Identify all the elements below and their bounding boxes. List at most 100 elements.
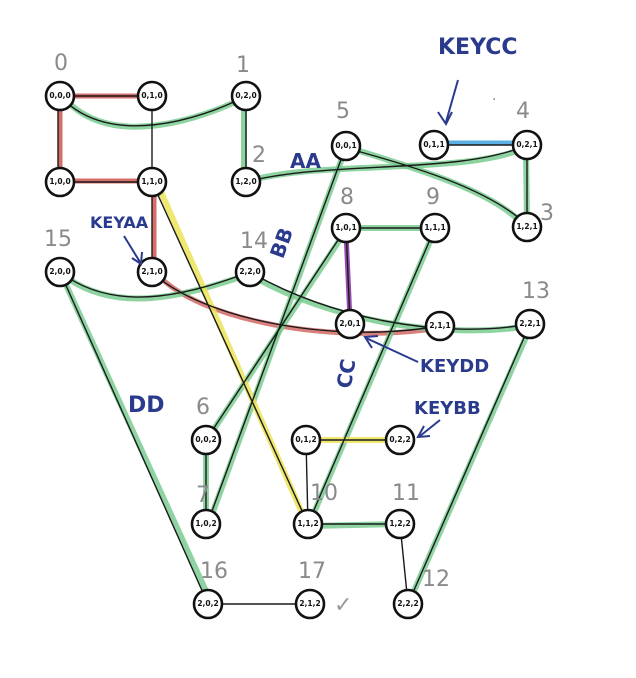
edge-200-202	[59, 271, 209, 605]
dot-mark: ·	[492, 92, 496, 108]
node-2-0-0[interactable]: 2,0,0	[44, 256, 76, 288]
svg-text:1,2,0: 1,2,0	[235, 177, 256, 186]
node-2-1-1[interactable]: 2,1,1	[424, 310, 456, 342]
label-bb: BB	[265, 224, 298, 261]
node-2-2-1[interactable]: 2,2,1	[514, 308, 546, 340]
green-edge-200-202	[59, 274, 213, 602]
node-2-2-0[interactable]: 2,2,0	[234, 256, 266, 288]
edge-layer	[57, 95, 531, 605]
label-keybb: KEYBB	[414, 398, 481, 419]
keybb-arrow-icon	[419, 419, 441, 437]
node-2-0-2[interactable]: 2,0,2	[192, 588, 224, 620]
node-1-1-0[interactable]: 1,1,0	[136, 166, 168, 198]
edge-221-222	[407, 323, 531, 605]
edge-101-201	[345, 227, 351, 323]
svg-text:1,0,1: 1,0,1	[335, 223, 356, 232]
num-0: 0	[54, 51, 68, 76]
svg-text:1,2,1: 1,2,1	[516, 222, 537, 231]
label-aa: AA	[290, 149, 321, 173]
num-12: 12	[422, 567, 450, 592]
num-2: 2	[252, 143, 266, 168]
svg-text:2,2,1: 2,2,1	[519, 319, 540, 328]
node-2-1-2[interactable]: 2,1,2	[294, 588, 326, 620]
num-13: 13	[522, 279, 550, 304]
svg-text:0,1,0: 0,1,0	[141, 91, 162, 100]
node-2-1-0[interactable]: 2,1,0	[136, 256, 168, 288]
node-0-2-1[interactable]: 0,2,1	[511, 129, 543, 161]
edge-001-102	[207, 145, 347, 523]
num-9: 9	[426, 185, 440, 210]
green-edge-220-221	[250, 273, 531, 334]
keycc-arrow-icon	[445, 79, 459, 123]
svg-text:2,0,1: 2,0,1	[339, 319, 360, 328]
node-0-2-0[interactable]: 0,2,0	[230, 80, 262, 112]
edge-200-220	[59, 271, 251, 298]
svg-text:0,2,0: 0,2,0	[235, 91, 256, 100]
keycc-arrowhead-icon	[437, 111, 453, 126]
keydd-arrow-icon	[365, 337, 419, 363]
num-16: 16	[200, 559, 228, 584]
check-mark-icon: ✓	[334, 593, 352, 618]
num-6: 6	[196, 395, 210, 420]
svg-text:1,0,2: 1,0,2	[195, 519, 216, 528]
svg-text:0,2,1: 0,2,1	[516, 140, 537, 149]
node-0-1-1[interactable]: 0,1,1	[418, 129, 450, 161]
svg-text:2,0,0: 2,0,0	[49, 267, 70, 276]
node-0-2-2[interactable]: 0,2,2	[384, 424, 416, 456]
label-keydd: KEYDD	[420, 356, 489, 377]
edge-120-021	[245, 144, 528, 183]
num-8: 8	[340, 185, 354, 210]
edge-210-211	[151, 271, 441, 333]
svg-text:0,1,2: 0,1,2	[295, 435, 316, 444]
keyaa-arrow-icon	[123, 235, 141, 263]
svg-text:0,0,2: 0,0,2	[195, 435, 216, 444]
edge-220-221	[249, 271, 531, 330]
num-5: 5	[336, 99, 350, 124]
node-2-0-1[interactable]: 2,0,1	[334, 308, 366, 340]
node-0-0-2[interactable]: 0,0,2	[190, 424, 222, 456]
svg-text:1,0,0: 1,0,0	[49, 177, 70, 186]
edge-111-112	[307, 227, 436, 525]
node-layer: 0,0,0 0,1,0 0,2,0 1,0,0 1,1,0 1,2,0 0,0,…	[44, 80, 546, 620]
num-4: 4	[516, 99, 530, 124]
svg-text:1,1,2: 1,1,2	[297, 519, 318, 528]
num-7: 7	[196, 483, 210, 508]
node-0-1-0[interactable]: 0,1,0	[136, 80, 168, 112]
num-3: 3	[540, 201, 554, 226]
num-15: 15	[44, 227, 72, 252]
node-1-2-0[interactable]: 1,2,0	[230, 166, 262, 198]
node-0-0-0[interactable]: 0,0,0	[44, 80, 76, 112]
node-1-0-2[interactable]: 1,0,2	[190, 508, 222, 540]
node-1-0-1[interactable]: 1,0,1	[330, 212, 362, 244]
green-edge-111-112	[307, 230, 437, 524]
node-1-2-2[interactable]: 1,2,2	[384, 508, 416, 540]
node-1-1-2[interactable]: 1,1,2	[292, 508, 324, 540]
svg-text:1,1,1: 1,1,1	[424, 223, 445, 232]
svg-text:1,2,2: 1,2,2	[389, 519, 410, 528]
keydd-arrowhead-icon	[363, 335, 379, 349]
label-keyaa: KEYAA	[90, 213, 149, 232]
node-1-2-1[interactable]: 1,2,1	[511, 211, 543, 243]
node-0-1-2[interactable]: 0,1,2	[290, 424, 322, 456]
num-14: 14	[240, 229, 268, 254]
svg-text:0,0,1: 0,0,1	[335, 141, 356, 150]
num-1: 1	[236, 53, 250, 78]
keybb-arrowhead-icon	[416, 425, 431, 439]
keyaa-arrowhead-icon	[131, 251, 143, 266]
svg-text:2,2,0: 2,2,0	[239, 267, 260, 276]
node-1-1-1[interactable]: 1,1,1	[419, 212, 451, 244]
edge-110-112	[151, 181, 309, 525]
svg-text:2,1,2: 2,1,2	[299, 599, 320, 608]
edge-001-121	[345, 147, 528, 226]
num-10: 10	[310, 481, 338, 506]
node-0-0-1[interactable]: 0,0,1	[330, 130, 362, 162]
label-dd: DD	[128, 393, 165, 418]
node-2-2-2[interactable]: 2,2,2	[392, 588, 424, 620]
svg-text:2,1,1: 2,1,1	[429, 321, 450, 330]
edge-000-020	[61, 95, 247, 127]
num-17: 17	[298, 559, 326, 584]
num-11: 11	[392, 481, 420, 506]
node-1-0-0[interactable]: 1,0,0	[44, 166, 76, 198]
